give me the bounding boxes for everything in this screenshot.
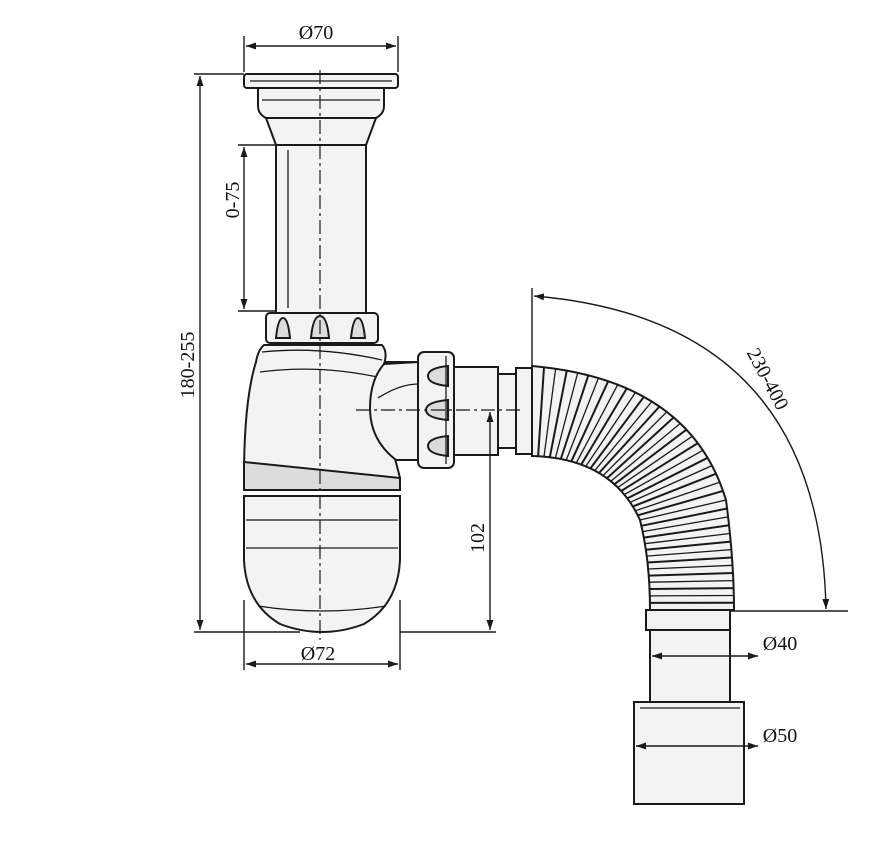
dimension-outlet-height: 102 (400, 412, 496, 633)
siphon-body (242, 344, 402, 633)
top-flange (243, 73, 399, 146)
bottom-diameter-label: Ø72 (301, 643, 335, 665)
dimension-height-range: 180-255 (177, 73, 300, 633)
vertical-pipe (275, 144, 367, 314)
outlet-small-label: Ø40 (763, 633, 797, 655)
outlet-large-label: Ø50 (763, 725, 797, 747)
corrugated-hose (531, 364, 736, 611)
union-nut-top (265, 312, 379, 344)
height-range-label: 180-255 (177, 332, 199, 399)
outlet-height-label: 102 (467, 523, 489, 553)
outlet-couplings (633, 609, 745, 805)
dimension-bottom-diameter: Ø72 (243, 600, 401, 670)
pipe-extension-label: 0-75 (222, 182, 244, 219)
top-diameter-label: Ø70 (299, 22, 333, 44)
dimension-top-diameter: Ø70 (243, 22, 399, 72)
center-axes (319, 70, 520, 640)
hose-length-label: 230-400 (742, 345, 793, 414)
hose-rib (649, 587, 734, 590)
outlet-pipe (453, 366, 533, 456)
dimension-outlet-large: Ø50 (636, 725, 797, 750)
side-outlet (368, 360, 419, 461)
dimension-pipe-extension: 0-75 (222, 144, 276, 312)
dimension-outlet-small: Ø40 (652, 633, 797, 660)
